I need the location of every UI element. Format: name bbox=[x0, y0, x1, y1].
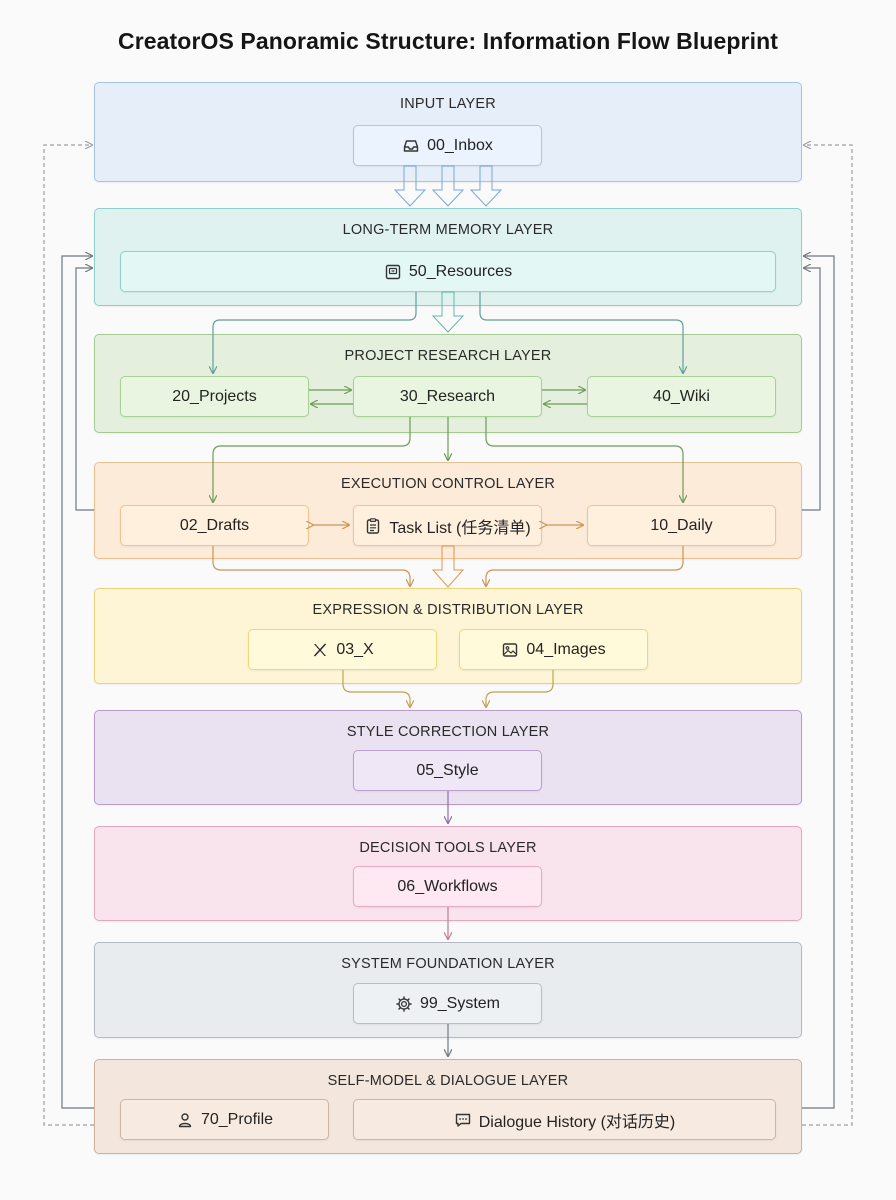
node-drafts-label: 02_Drafts bbox=[179, 516, 250, 534]
archive-box-icon bbox=[384, 263, 402, 281]
node-profile[interactable]: 70_Profile bbox=[120, 1099, 329, 1140]
loop-left-dashed bbox=[43, 145, 94, 1126]
node-wiki-label: 40_Wiki bbox=[653, 387, 710, 405]
expression-layer-title: EXPRESSION & DISTRIBUTION LAYER bbox=[312, 602, 584, 618]
inbox-tray-icon bbox=[402, 137, 420, 155]
loop-left-solid bbox=[61, 256, 94, 1109]
node-style-label: 05_Style bbox=[416, 761, 479, 779]
x-logo-icon bbox=[311, 641, 329, 659]
node-dialogue-history[interactable]: Dialogue History (对话历史) bbox=[353, 1099, 776, 1140]
node-profile-label: 70_Profile bbox=[200, 1110, 274, 1128]
node-resources-label: 50_Resources bbox=[408, 262, 513, 280]
node-resources[interactable]: 50_Resources bbox=[120, 251, 776, 292]
node-system[interactable]: 99_System bbox=[353, 983, 542, 1024]
node-images-label: 04_Images bbox=[526, 640, 606, 658]
diagram-title: CreatorOS Panoramic Structure: Informati… bbox=[118, 28, 778, 54]
system-layer-title: SYSTEM FOUNDATION LAYER bbox=[341, 956, 555, 972]
node-daily-label: 10_Daily bbox=[650, 516, 713, 534]
node-task-list-label: Task List (任务清单) bbox=[389, 519, 531, 537]
expression-layer: EXPRESSION & DISTRIBUTION LAYER bbox=[94, 588, 802, 684]
node-workflows[interactable]: 06_Workflows bbox=[353, 866, 542, 907]
clipboard-list-icon bbox=[364, 517, 382, 535]
node-dialogue-history-label: Dialogue History (对话历史) bbox=[478, 1113, 676, 1131]
chat-bubble-icon bbox=[454, 1111, 472, 1129]
loop-right-solid bbox=[802, 256, 835, 1109]
node-x[interactable]: 03_X bbox=[248, 629, 437, 670]
self-layer-title: SELF-MODEL & DIALOGUE LAYER bbox=[327, 1073, 569, 1089]
node-task-list[interactable]: Task List (任务清单) bbox=[353, 505, 542, 546]
node-research[interactable]: 30_Research bbox=[353, 376, 542, 417]
node-workflows-label: 06_Workflows bbox=[397, 877, 498, 895]
node-images[interactable]: 04_Images bbox=[459, 629, 648, 670]
gear-icon bbox=[395, 995, 413, 1013]
node-inbox[interactable]: 00_Inbox bbox=[353, 125, 542, 166]
node-daily[interactable]: 10_Daily bbox=[587, 505, 776, 546]
node-x-label: 03_X bbox=[336, 640, 374, 658]
style-layer-title: STYLE CORRECTION LAYER bbox=[346, 724, 550, 740]
node-inbox-label: 00_Inbox bbox=[427, 136, 493, 154]
memory-layer-title: LONG-TERM MEMORY LAYER bbox=[342, 222, 554, 238]
input-layer-title: INPUT LAYER bbox=[400, 96, 496, 112]
node-system-label: 99_System bbox=[419, 994, 501, 1012]
loop-right-dashed bbox=[802, 145, 853, 1126]
loop-left-execution bbox=[75, 268, 94, 511]
decision-layer-title: DECISION TOOLS LAYER bbox=[359, 840, 537, 856]
image-icon bbox=[501, 641, 519, 659]
node-research-label: 30_Research bbox=[399, 387, 496, 405]
node-projects-label: 20_Projects bbox=[172, 387, 257, 405]
node-wiki[interactable]: 40_Wiki bbox=[587, 376, 776, 417]
research-layer-title: PROJECT RESEARCH LAYER bbox=[344, 348, 552, 364]
node-drafts[interactable]: 02_Drafts bbox=[120, 505, 309, 546]
loop-right-execution bbox=[802, 268, 821, 511]
execution-layer-title: EXECUTION CONTROL LAYER bbox=[340, 476, 556, 492]
user-icon bbox=[176, 1111, 194, 1129]
node-style[interactable]: 05_Style bbox=[353, 750, 542, 791]
node-projects[interactable]: 20_Projects bbox=[120, 376, 309, 417]
